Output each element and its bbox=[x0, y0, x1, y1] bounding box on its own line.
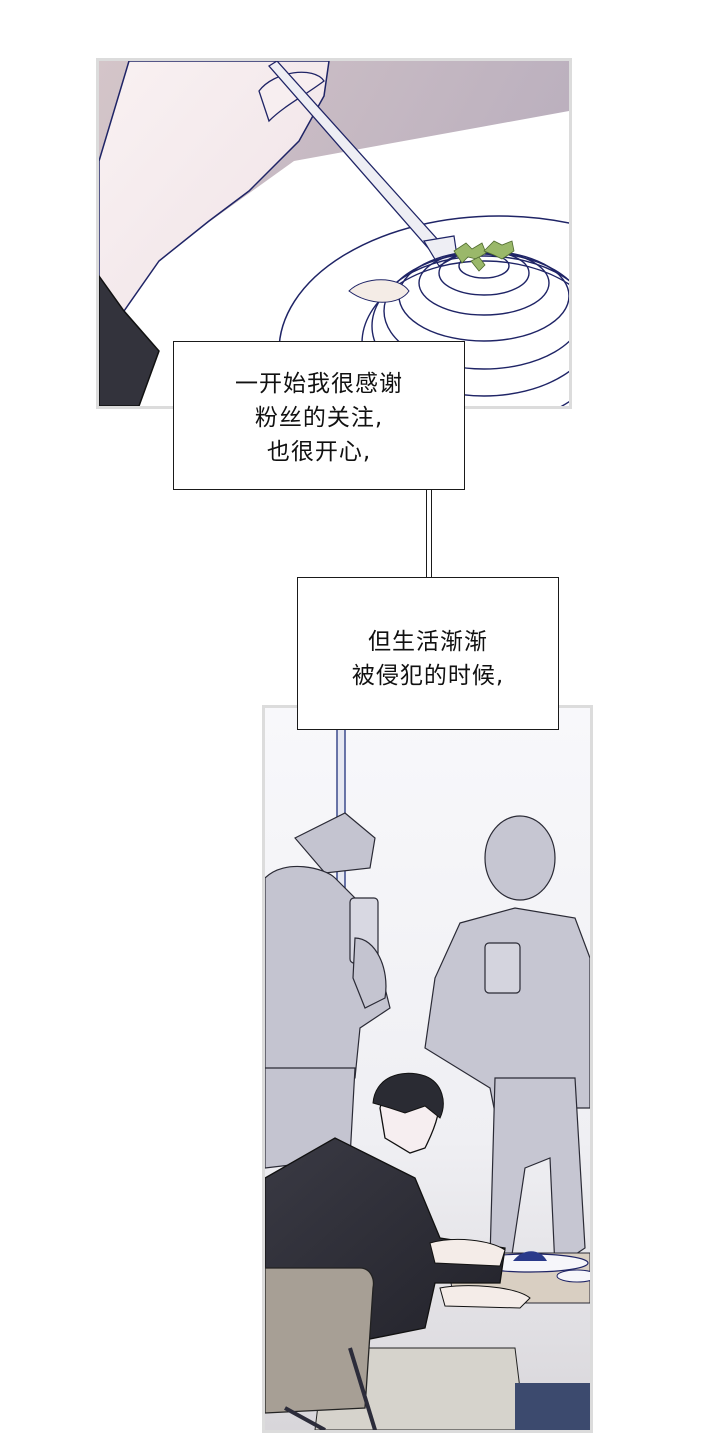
hair-shape bbox=[372, 1072, 444, 1119]
caption-box-1: 一开始我很感谢 粉丝的关注, 也很开心, bbox=[173, 341, 465, 490]
caption-2-line-2: 被侵犯的时候, bbox=[351, 662, 505, 689]
caption-1-line-3: 也很开心, bbox=[266, 438, 372, 465]
herb-garnish bbox=[453, 240, 515, 272]
figure-man-with-phone bbox=[424, 815, 590, 1270]
caption-1-line-1: 一开始我很感谢 bbox=[235, 370, 403, 397]
restaurant-illustration bbox=[265, 708, 590, 1430]
caption-box-2: 但生活渐渐 被侵犯的时候, bbox=[297, 577, 559, 730]
chair-shape bbox=[265, 1267, 377, 1430]
caption-connector bbox=[426, 489, 432, 578]
comic-panel-restaurant bbox=[262, 705, 593, 1433]
sleeve-shape bbox=[99, 274, 160, 406]
caption-2-line-1: 但生活渐渐 bbox=[368, 628, 488, 655]
caption-1-line-2: 粉丝的关注, bbox=[254, 404, 384, 431]
